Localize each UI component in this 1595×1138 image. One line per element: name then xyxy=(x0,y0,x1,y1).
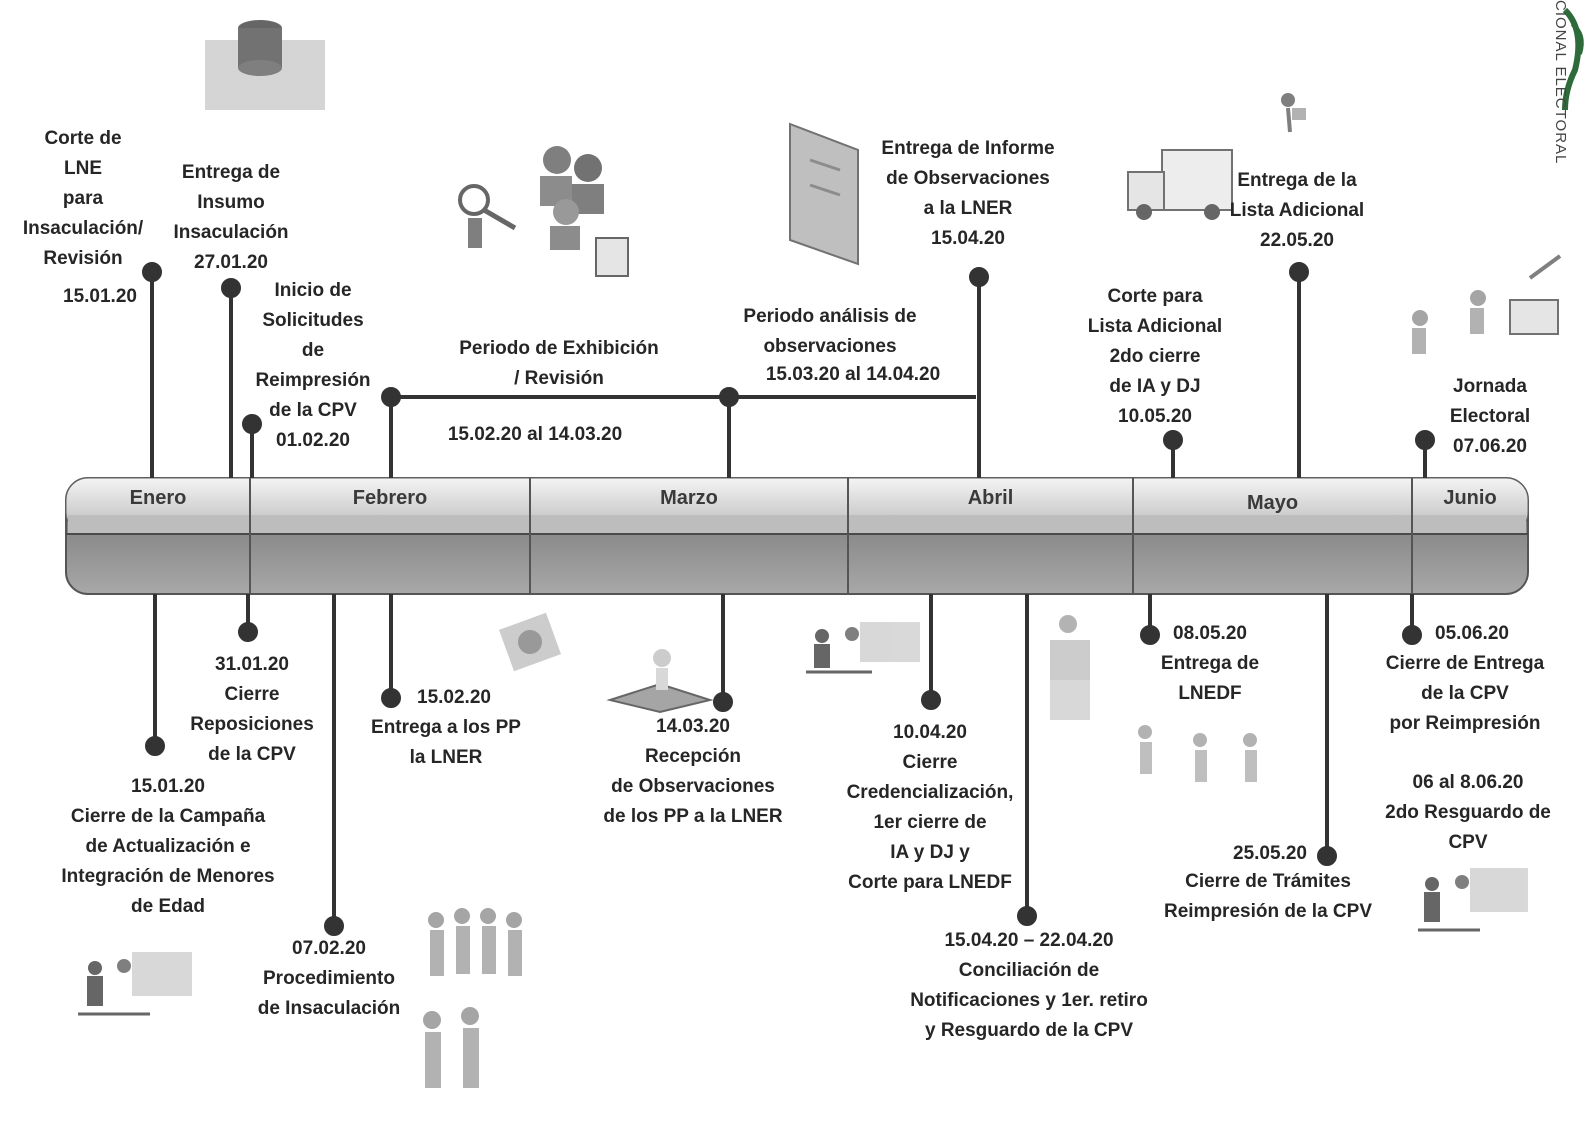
event-inicio-solicitudes: Inicio de Solicitudes de Reimpresión de … xyxy=(255,280,371,451)
dot-bottom-9 xyxy=(1317,846,1337,866)
institution-logo xyxy=(1562,7,1584,111)
month-label-mayo: Mayo xyxy=(1246,492,1299,514)
event-cierre-entrega-date: 05.06.20 xyxy=(1435,623,1509,644)
dot-top-5 xyxy=(719,387,739,407)
timeline-bar xyxy=(65,477,1529,595)
event-cierre-reposiciones: 31.01.20 Cierre Reposiciones de la CPV xyxy=(190,654,314,765)
people-group-icon xyxy=(540,146,629,277)
event-corte-lne: Corte de LNE para Insaculación/ Revisión xyxy=(22,128,144,269)
dot-bottom-3 xyxy=(324,916,344,936)
disc-icon xyxy=(498,612,562,672)
event-periodo-analisis: Periodo análisis de observaciones xyxy=(743,306,917,357)
event-cierre-tramites-date: 25.05.20 xyxy=(1233,843,1307,864)
event-cierre-entrega: Cierre de Entrega de la CPV por Reimpres… xyxy=(1385,653,1545,734)
event-resguardo-cpv: 06 al 8.06.20 2do Resguardo de CPV xyxy=(1385,772,1551,853)
crowd-icon xyxy=(428,908,522,976)
dot-top-7 xyxy=(1163,430,1183,450)
dot-bottom-5 xyxy=(713,692,733,712)
dot-top-9 xyxy=(1415,430,1435,450)
month-label-marzo: Marzo xyxy=(660,487,718,509)
event-procedimiento-insaculacion: 07.02.20 Procedimiento de Insaculación xyxy=(257,938,401,1019)
dot-top-8 xyxy=(1289,262,1309,282)
event-entrega-insumo: Entrega de Insumo Insaculación 27.01.20 xyxy=(173,162,289,273)
dot-bottom-2 xyxy=(238,622,258,642)
event-entrega-lnedf: Entrega de LNEDF xyxy=(1160,653,1260,704)
event-periodo-analisis-date: 15.03.20 al 14.04.20 xyxy=(765,364,941,385)
dot-top-4 xyxy=(381,387,401,407)
dot-top-6 xyxy=(969,267,989,287)
document-icon xyxy=(789,122,859,266)
dot-bottom-4 xyxy=(381,688,401,708)
organization-name: CIONAL ELECTORAL xyxy=(1552,0,1569,165)
database-icon xyxy=(205,20,325,110)
event-corte-lne-date: 15.01.20 xyxy=(63,286,137,307)
dot-bottom-7 xyxy=(1017,906,1037,926)
event-cierre-credencializacion: 10.04.20 Cierre Credencialización, 1er c… xyxy=(846,722,1014,893)
voting-people-icon xyxy=(1412,254,1562,354)
event-jornada-electoral: Jornada Electoral 07.06.20 xyxy=(1449,376,1531,457)
delivery-people-icon xyxy=(1138,725,1257,782)
dot-bottom-8 xyxy=(1140,625,1160,645)
event-cierre-campana: 15.01.20 Cierre de la Campaña de Actuali… xyxy=(61,776,275,917)
clipart xyxy=(78,20,1562,1088)
truck-icon xyxy=(1127,149,1233,220)
service-desk-icon-2 xyxy=(1418,868,1528,932)
dot-top-2 xyxy=(221,278,241,298)
event-conciliacion: 15.04.20 – 22.04.20 Conciliación de Noti… xyxy=(910,930,1148,1041)
magnifier-icon xyxy=(458,184,517,248)
dot-top-3 xyxy=(242,414,262,434)
event-entrega-lista-adicional: Entrega de la Lista Adicional 22.05.20 xyxy=(1229,170,1365,251)
dot-top-1 xyxy=(142,262,162,282)
dot-bottom-10 xyxy=(1402,625,1422,645)
dot-bottom-1 xyxy=(145,736,165,756)
boxes-person-icon xyxy=(1050,615,1090,720)
event-corte-lista-adicional: Corte para Lista Adicional 2do cierre de… xyxy=(1087,286,1223,427)
month-label-febrero: Febrero xyxy=(352,487,428,509)
handshake-people-icon xyxy=(423,1007,479,1088)
event-recepcion-observaciones: 14.03.20 Recepción de Observaciones de l… xyxy=(603,716,783,827)
event-entrega-pp: Entrega a los PP la LNER xyxy=(371,717,521,768)
event-entrega-pp-date: 15.02.20 xyxy=(417,687,491,708)
book-icon xyxy=(606,649,714,714)
month-label-abril: Abril xyxy=(967,487,1014,509)
connectors xyxy=(142,262,1435,936)
event-periodo-exhibicion-date: 15.02.20 al 14.03.20 xyxy=(447,424,623,445)
dot-bottom-6 xyxy=(921,690,941,710)
month-label-enero: Enero xyxy=(129,487,187,509)
event-entrega-lnedf-date: 08.05.20 xyxy=(1173,623,1247,644)
month-label-junio: Junio xyxy=(1443,487,1497,509)
month-dividers xyxy=(249,478,1413,594)
event-cierre-tramites: Cierre de Trámites Reimpresión de la CPV xyxy=(1163,871,1372,922)
runner-icon xyxy=(1281,93,1306,133)
event-entrega-informe: Entrega de Informe de Observaciones a la… xyxy=(881,138,1055,249)
event-periodo-exhibicion: Periodo de Exhibición / Revisión xyxy=(459,338,659,389)
service-desk-icon xyxy=(806,622,920,674)
service-desk-icon-3 xyxy=(78,952,192,1016)
